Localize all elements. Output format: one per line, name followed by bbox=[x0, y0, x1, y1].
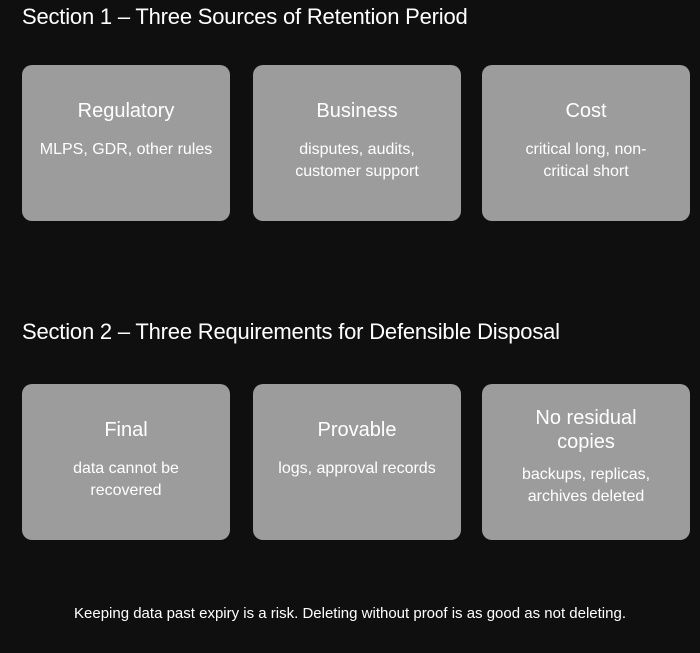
card-description: disputes, audits, customer support bbox=[295, 141, 419, 180]
card-title: Cost bbox=[565, 100, 607, 122]
section-1-cards: Regulatory MLPS, GDR, other rules Busine… bbox=[0, 65, 700, 221]
card-title: Business bbox=[316, 100, 398, 122]
card-title: Regulatory bbox=[77, 100, 175, 122]
card-description: logs, approval records bbox=[278, 460, 436, 477]
card-cost: Cost critical long, non-critical short bbox=[482, 65, 690, 221]
card-regulatory: Regulatory MLPS, GDR, other rules bbox=[22, 65, 230, 221]
card-title: Final bbox=[104, 419, 148, 441]
card-description: data cannot be recovered bbox=[73, 460, 179, 499]
card-business: Business disputes, audits, customer supp… bbox=[253, 65, 461, 221]
footer-note: Keeping data past expiry is a risk. Dele… bbox=[74, 605, 626, 622]
card-final: Final data cannot be recovered bbox=[22, 384, 230, 540]
section-2-cards: Final data cannot be recovered Provable … bbox=[0, 384, 700, 540]
card-title: No residual copies bbox=[535, 407, 637, 453]
card-title: Provable bbox=[317, 419, 397, 441]
card-provable: Provable logs, approval records bbox=[253, 384, 461, 540]
card-description: backups, replicas, archives deleted bbox=[521, 466, 651, 505]
section-1-title: Section 1 – Three Sources of Retention P… bbox=[22, 4, 468, 29]
card-description: critical long, non-critical short bbox=[525, 141, 647, 180]
card-description: MLPS, GDR, other rules bbox=[39, 141, 213, 158]
section-2-title: Section 2 – Three Requirements for Defen… bbox=[22, 319, 560, 344]
card-no-residual-copies: No residual copies backups, replicas, ar… bbox=[482, 384, 690, 540]
